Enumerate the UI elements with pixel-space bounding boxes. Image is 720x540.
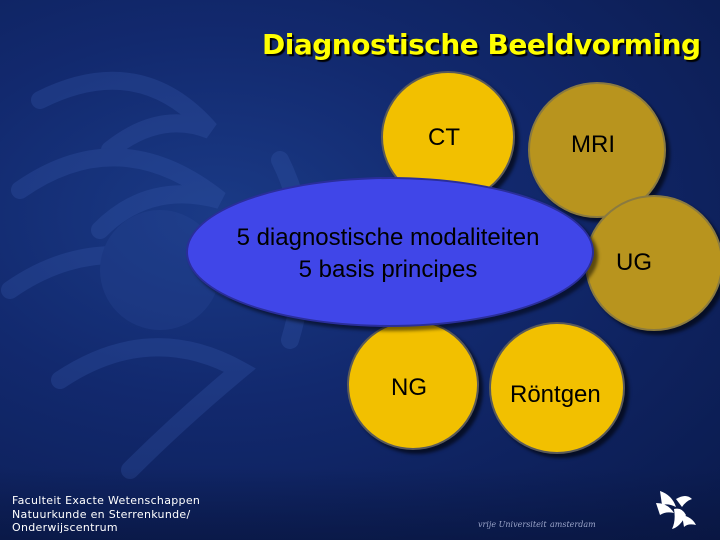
footer-line-1: Faculteit Exacte Wetenschappen (12, 494, 201, 507)
ug-circle (585, 195, 720, 331)
ug-label: UG (616, 249, 652, 276)
ng-label: NG (391, 374, 427, 401)
center-line-1: 5 diagnostische modaliteiten (236, 224, 540, 251)
slide-title: Diagnostische Beeldvorming (262, 28, 701, 61)
center-ellipse (186, 177, 594, 327)
footer-line-2: Natuurkunde en Sterrenkunde/ (12, 507, 191, 521)
center-line-2: 5 basis principes (298, 256, 478, 283)
ct-label: CT (428, 124, 460, 151)
footer-line-3: Onderwijscentrum (12, 521, 118, 534)
mri-label: MRI (571, 131, 615, 158)
footer-bar (0, 468, 720, 540)
vu-griffin-logo-icon (656, 491, 696, 529)
rontgen-circle (489, 322, 625, 454)
logo-text-right: amsterdam (550, 520, 596, 529)
rontgen-label: Röntgen (510, 381, 601, 408)
ng-circle (347, 320, 479, 450)
footer-text: Faculteit Exacte Wetenschappen Natuurkun… (12, 494, 200, 535)
logo-text-left: vrije Universiteit (478, 520, 547, 529)
